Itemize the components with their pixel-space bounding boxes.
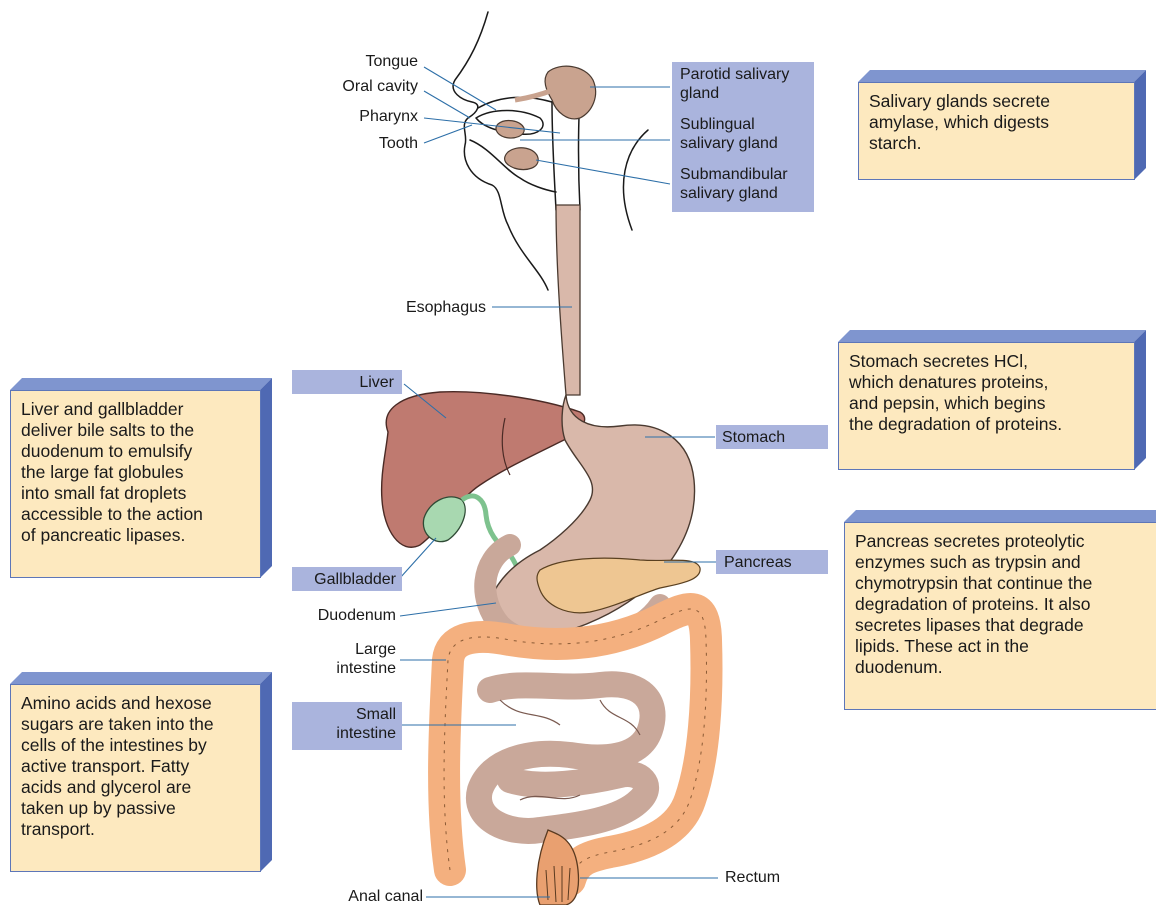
label-submandibular-gland: Submandibular salivary gland bbox=[672, 162, 814, 212]
note-intestine-line1: Amino acids and hexose bbox=[21, 693, 250, 714]
label-duodenum: Duodenum bbox=[318, 606, 396, 625]
label-sublingual-line1: Sublingual bbox=[680, 115, 814, 134]
note-stomach-line3: and pepsin, which begins bbox=[849, 393, 1124, 414]
note-intestine-line7: transport. bbox=[21, 819, 250, 840]
label-submandibular-line2: salivary gland bbox=[680, 184, 814, 203]
note-intestine: Amino acids and hexose sugars are taken … bbox=[10, 672, 274, 874]
note-liver-line7: of pancreatic lipases. bbox=[21, 525, 250, 546]
note-intestine-side-edge bbox=[260, 672, 272, 872]
label-parotid-gland: Parotid salivary gland bbox=[672, 62, 814, 112]
label-sublingual-gland: Sublingual salivary gland bbox=[672, 112, 814, 162]
note-salivary-line1: Salivary glands secrete bbox=[869, 91, 1124, 112]
note-pancreas-line3: chymotrypsin that continue the bbox=[855, 573, 1146, 594]
oral-cavity-leader bbox=[424, 91, 470, 118]
note-stomach-line2: which denatures proteins, bbox=[849, 372, 1124, 393]
note-liver-side-edge bbox=[260, 378, 272, 578]
label-tooth: Tooth bbox=[379, 134, 418, 153]
note-pancreas-line7: duodenum. bbox=[855, 657, 1146, 678]
small-intestine-coils bbox=[479, 684, 653, 831]
note-salivary-face: Salivary glands secrete amylase, which d… bbox=[858, 82, 1135, 180]
note-liver-line3: duodenum to emulsify bbox=[21, 441, 250, 462]
neck-back-outline bbox=[623, 130, 648, 230]
note-pancreas-top-edge bbox=[844, 510, 1156, 522]
note-intestine-line5: acids and glycerol are bbox=[21, 777, 250, 798]
note-salivary-side-edge bbox=[1134, 70, 1146, 180]
liver-shape bbox=[382, 392, 585, 548]
note-liver-line2: deliver bile salts to the bbox=[21, 420, 250, 441]
note-liver-line4: the large fat globules bbox=[21, 462, 250, 483]
note-liver-line5: into small fat droplets bbox=[21, 483, 250, 504]
note-pancreas-line1: Pancreas secretes proteolytic bbox=[855, 531, 1146, 552]
note-liver-face: Liver and gallbladder deliver bile salts… bbox=[10, 390, 261, 578]
label-oral-cavity: Oral cavity bbox=[342, 77, 418, 96]
label-anal-canal: Anal canal bbox=[348, 887, 423, 906]
note-pancreas-line6: lipids. These act in the bbox=[855, 636, 1146, 657]
label-large-intestine: Large intestine bbox=[336, 640, 396, 678]
note-stomach: Stomach secretes HCl, which denatures pr… bbox=[838, 330, 1148, 472]
note-liver-line1: Liver and gallbladder bbox=[21, 399, 250, 420]
note-salivary-line2: amylase, which digests bbox=[869, 112, 1124, 133]
note-intestine-line6: taken up by passive bbox=[21, 798, 250, 819]
pharynx-leader bbox=[424, 118, 560, 133]
note-pancreas-line2: enzymes such as trypsin and bbox=[855, 552, 1146, 573]
label-submandibular-line1: Submandibular bbox=[680, 165, 814, 184]
submandibular-gland bbox=[505, 148, 539, 170]
parotid-duct bbox=[515, 90, 553, 100]
label-parotid-line1: Parotid salivary bbox=[680, 65, 814, 84]
label-liver: Liver bbox=[292, 370, 402, 394]
note-stomach-side-edge bbox=[1134, 330, 1146, 470]
note-intestine-face: Amino acids and hexose sugars are taken … bbox=[10, 684, 261, 872]
note-intestine-top-edge bbox=[10, 672, 272, 684]
label-tongue: Tongue bbox=[366, 52, 419, 71]
note-salivary-line3: starch. bbox=[869, 133, 1124, 154]
label-esophagus: Esophagus bbox=[406, 298, 486, 317]
note-stomach-top-edge bbox=[838, 330, 1146, 342]
note-intestine-line2: sugars are taken into the bbox=[21, 714, 250, 735]
note-intestine-line4: active transport. Fatty bbox=[21, 756, 250, 777]
label-small-intestine-line2: intestine bbox=[292, 724, 396, 743]
label-small-intestine-line1: Small bbox=[292, 705, 396, 724]
note-pancreas: Pancreas secretes proteolytic enzymes su… bbox=[844, 510, 1156, 710]
note-intestine-line3: cells of the intestines by bbox=[21, 735, 250, 756]
label-pharynx: Pharynx bbox=[359, 107, 418, 126]
note-stomach-face: Stomach secretes HCl, which denatures pr… bbox=[838, 342, 1135, 470]
submandibular-leader bbox=[536, 160, 670, 184]
label-stomach: Stomach bbox=[716, 425, 828, 449]
note-liver-line6: accessible to the action bbox=[21, 504, 250, 525]
label-parotid-line2: gland bbox=[680, 84, 814, 103]
note-stomach-line4: the degradation of proteins. bbox=[849, 414, 1124, 435]
pharynx-wall-front bbox=[552, 102, 556, 210]
note-pancreas-face: Pancreas secretes proteolytic enzymes su… bbox=[844, 522, 1156, 710]
label-sublingual-line2: salivary gland bbox=[680, 134, 814, 153]
note-pancreas-line4: degradation of proteins. It also bbox=[855, 594, 1146, 615]
esophagus-tube bbox=[556, 205, 580, 395]
label-large-intestine-line2: intestine bbox=[336, 659, 396, 678]
note-stomach-line1: Stomach secretes HCl, bbox=[849, 351, 1124, 372]
label-small-intestine: Small intestine bbox=[292, 702, 402, 750]
note-liver: Liver and gallbladder deliver bile salts… bbox=[10, 378, 274, 580]
note-salivary: Salivary glands secrete amylase, which d… bbox=[858, 70, 1148, 182]
label-large-intestine-line1: Large bbox=[336, 640, 396, 659]
label-pancreas: Pancreas bbox=[716, 550, 828, 574]
label-gallbladder: Gallbladder bbox=[292, 567, 402, 591]
sublingual-gland bbox=[496, 121, 524, 138]
note-pancreas-line5: secretes lipases that degrade bbox=[855, 615, 1146, 636]
note-liver-top-edge bbox=[10, 378, 272, 390]
note-salivary-top-edge bbox=[858, 70, 1146, 82]
label-rectum: Rectum bbox=[725, 868, 780, 887]
